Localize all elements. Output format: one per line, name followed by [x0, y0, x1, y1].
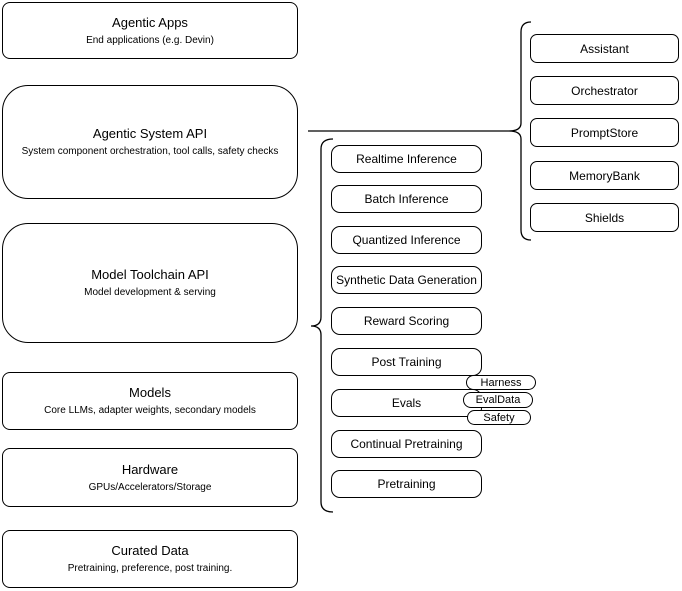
node-label: Batch Inference — [364, 192, 449, 206]
node-agentic-apps: Agentic Apps End applications (e.g. Devi… — [2, 2, 298, 59]
node-label: Safety — [483, 411, 515, 424]
system-components-brace — [508, 21, 532, 241]
node-pretraining: Pretraining — [331, 470, 482, 498]
node-title: Agentic System API — [92, 126, 208, 141]
node-evals-safety: Safety — [467, 410, 531, 425]
node-label: Realtime Inference — [356, 152, 457, 166]
node-label: Orchestrator — [571, 83, 638, 98]
node-subtitle: Core LLMs, adapter weights, secondary mo… — [44, 405, 256, 416]
node-agentic-system-api: Agentic System API System component orch… — [2, 85, 298, 199]
node-title: Curated Data — [111, 543, 189, 558]
node-realtime-inference: Realtime Inference — [331, 145, 482, 173]
node-label: Assistant — [580, 41, 629, 56]
node-title: Models — [129, 385, 171, 400]
node-subtitle: Pretraining, preference, post training. — [67, 563, 233, 574]
node-orchestrator: Orchestrator — [530, 76, 679, 105]
node-label: Synthetic Data Generation — [336, 273, 477, 287]
node-label: Reward Scoring — [363, 314, 450, 328]
toolchain-brace — [310, 138, 334, 513]
node-title: Agentic Apps — [112, 14, 188, 30]
node-label: Harness — [480, 376, 522, 389]
node-curated-data: Curated Data Pretraining, preference, po… — [2, 530, 298, 588]
node-quantized-inference: Quantized Inference — [331, 226, 482, 254]
node-assistant: Assistant — [530, 34, 679, 63]
node-evals-evaldata: EvalData — [463, 392, 533, 408]
node-label: Shields — [584, 210, 625, 225]
node-label: PromptStore — [570, 125, 639, 140]
node-models: Models Core LLMs, adapter weights, secon… — [2, 372, 298, 430]
node-subtitle: End applications (e.g. Devin) — [86, 34, 214, 46]
node-label: Quantized Inference — [352, 233, 461, 247]
node-subtitle: System component orchestration, tool cal… — [21, 146, 279, 157]
node-memorybank: MemoryBank — [530, 161, 679, 190]
node-label: EvalData — [475, 394, 521, 406]
node-batch-inference: Batch Inference — [331, 185, 482, 213]
node-label: Pretraining — [377, 477, 436, 491]
node-subtitle: GPUs/Accelerators/Storage — [88, 481, 212, 493]
node-title: Hardware — [121, 461, 179, 477]
node-evals: Evals — [331, 389, 482, 417]
node-label: Evals — [391, 396, 422, 410]
node-reward-scoring: Reward Scoring — [331, 307, 482, 335]
node-subtitle: Model development & serving — [84, 287, 216, 298]
node-post-training: Post Training — [331, 348, 482, 376]
node-title: Model Toolchain API — [91, 267, 209, 282]
node-model-toolchain-api: Model Toolchain API Model development & … — [2, 223, 298, 343]
node-synthetic-data-generation: Synthetic Data Generation — [331, 266, 482, 294]
node-evals-harness: Harness — [466, 375, 536, 390]
node-promptstore: PromptStore — [530, 118, 679, 147]
node-label: MemoryBank — [569, 168, 640, 183]
node-hardware: Hardware GPUs/Accelerators/Storage — [2, 448, 298, 507]
node-label: Post Training — [371, 355, 442, 369]
node-continual-pretraining: Continual Pretraining — [331, 430, 482, 458]
node-shields: Shields — [530, 203, 679, 232]
node-label: Continual Pretraining — [350, 437, 463, 451]
